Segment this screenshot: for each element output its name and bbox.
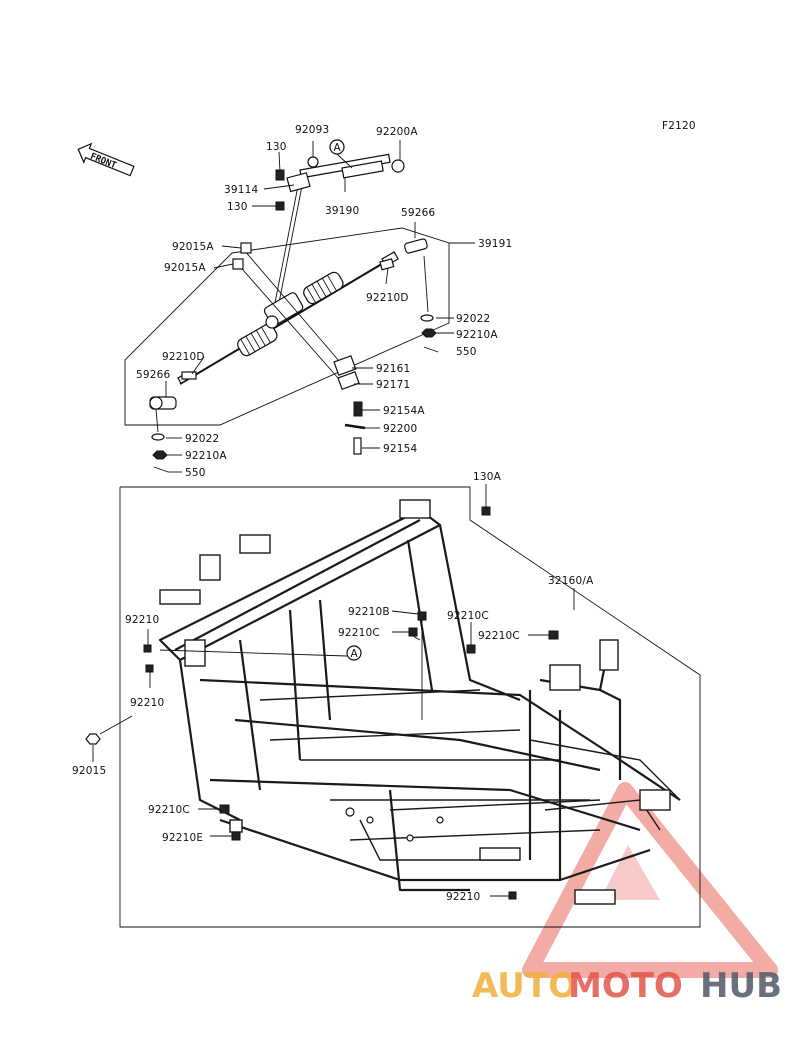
callout-39114: 39114	[224, 184, 259, 196]
bolt-92210C-4-icon	[219, 804, 230, 814]
callout-92210D-right: 92210D	[366, 292, 409, 304]
callout-92093: 92093	[295, 124, 329, 136]
watermark-hub: HUB	[700, 966, 782, 1006]
adjuster-92210D-right-icon	[379, 258, 395, 271]
washer-92022-left-icon	[151, 433, 165, 441]
nut-92210A-left-icon	[152, 450, 168, 460]
bolt-130A-icon	[481, 506, 491, 516]
bushing-92015A-1-icon	[240, 242, 252, 254]
callout-92210E: 92210E	[162, 832, 203, 844]
cotter-pin-550-right-icon	[423, 346, 439, 353]
callout-550-right: 550	[456, 346, 477, 358]
callout-92161: 92161	[376, 363, 410, 375]
callout-92210D-left: 92210D	[162, 351, 205, 363]
callout-59266-right: 59266	[401, 207, 436, 219]
ref-marker-a-frame-label: A	[351, 648, 359, 660]
callout-32160A: 32160/A	[548, 575, 594, 587]
watermark-auto: AUTO	[472, 966, 577, 1006]
ref-marker-a-frame	[346, 645, 362, 661]
callout-39190: 39190	[325, 205, 359, 217]
washer-92022-right-icon	[420, 314, 434, 322]
callout-550-left: 550	[185, 467, 206, 479]
tie-rod-end-left	[149, 396, 177, 433]
callout-92210-1: 92210	[125, 614, 159, 626]
bolt-92210C-3-icon	[548, 630, 559, 640]
vehicle-frame	[158, 499, 681, 905]
bushing-92015A-2-icon	[232, 258, 244, 270]
washer-92093-icon	[307, 156, 319, 168]
callout-92210-3: 92210	[446, 891, 480, 903]
callout-92022-left: 92022	[185, 433, 219, 445]
bolt-130-bottom-icon	[275, 201, 285, 211]
callout-130A: 130A	[473, 471, 502, 483]
callout-92154: 92154	[383, 443, 418, 455]
callout-92210C-4: 92210C	[148, 804, 190, 816]
bolt-92210B-icon	[417, 611, 427, 621]
callout-92210A-right: 92210A	[456, 329, 498, 341]
bolt-92210C-2-icon	[466, 644, 476, 654]
callout-92210C-1: 92210C	[447, 610, 489, 622]
figure-code: F2120	[662, 120, 696, 132]
bolt-92210E-icon	[231, 831, 241, 841]
ref-marker-a-top-label: A	[334, 142, 342, 154]
callout-92015A-2: 92015A	[164, 262, 206, 274]
assembly-outline-frame	[119, 486, 701, 928]
callout-92015: 92015	[72, 765, 106, 777]
tie-rod-end-right	[404, 238, 429, 313]
nut-92210A-right-icon	[421, 328, 437, 338]
callout-92015A-1: 92015A	[172, 241, 214, 253]
watermark-moto: MOTO	[568, 966, 683, 1006]
callout-92210C-3: 92210C	[478, 630, 520, 642]
callout-92210A-left: 92210A	[185, 450, 227, 462]
callout-130-bottom: 130	[227, 201, 248, 213]
front-arrow-icon: FRONT	[77, 142, 135, 177]
callout-92154A: 92154A	[383, 405, 425, 417]
assembly-outline-steering	[124, 227, 450, 426]
cotter-pin-550-left-icon	[153, 466, 169, 473]
callout-92200: 92200	[383, 423, 417, 435]
callout-92210-2: 92210	[130, 697, 164, 709]
steering-rack	[177, 251, 399, 385]
watermark-text: AUTO MOTO HUB	[472, 966, 782, 1006]
callout-92210C-2: 92210C	[338, 627, 380, 639]
watermark-logo-icon	[522, 782, 778, 978]
callout-92200A: 92200A	[376, 126, 418, 138]
bolt-92210-1-icon	[143, 644, 152, 653]
bolt-92210-2-icon	[145, 664, 154, 673]
callout-39191: 39191	[478, 238, 512, 250]
callout-92171: 92171	[376, 379, 410, 391]
callout-59266-left: 59266	[136, 369, 171, 381]
nut-92015-icon	[85, 733, 101, 745]
bolt-92210-3-icon	[508, 891, 517, 900]
callout-130-top: 130	[266, 141, 287, 153]
bolt-92210C-1-icon	[408, 627, 418, 637]
adjuster-92210D-left-icon	[181, 371, 197, 380]
intermediate-shaft	[286, 153, 405, 193]
callout-92022-right: 92022	[456, 313, 490, 325]
callout-92210B: 92210B	[348, 606, 390, 618]
rack-bracket	[333, 355, 366, 455]
